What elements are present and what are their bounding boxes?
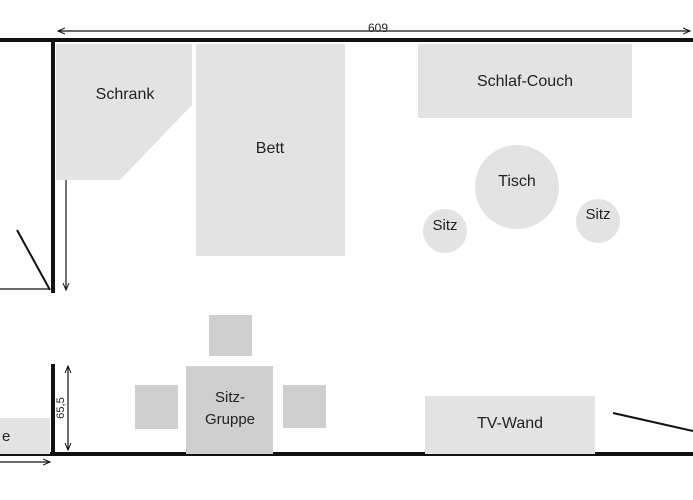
sofa-bed xyxy=(418,44,632,118)
seating-group-chair-top xyxy=(209,315,252,356)
table-label: Tisch xyxy=(498,173,536,190)
partial-furniture-left xyxy=(0,418,50,454)
door-leaf-left xyxy=(16,229,51,291)
seat-left xyxy=(423,209,467,253)
seating-group-chair-left xyxy=(135,385,178,429)
tv-wall xyxy=(425,396,595,454)
partial-furniture-label: e xyxy=(2,428,10,445)
seating-group-label-line2: Gruppe xyxy=(205,411,255,428)
seating-group-table xyxy=(186,366,273,454)
door-leaf-right xyxy=(612,412,693,432)
seat-right-label: Sitz xyxy=(585,206,610,223)
sofa-bed-label: Schlaf-Couch xyxy=(477,73,573,90)
tv-wall-label: TV-Wand xyxy=(477,415,543,432)
seating-group-chair-right xyxy=(283,385,326,428)
seating-group-label-line1: Sitz- xyxy=(215,389,245,406)
seat-left-label: Sitz xyxy=(432,217,457,234)
table xyxy=(475,145,559,229)
bed xyxy=(196,44,345,256)
wardrobe-label: Schrank xyxy=(96,86,156,103)
wardrobe xyxy=(56,44,192,180)
gap-dimension-label: 65,5 xyxy=(55,397,67,418)
width-dimension-label: 609 xyxy=(368,21,388,35)
seat-right xyxy=(576,199,620,243)
bed-label: Bett xyxy=(256,140,285,157)
